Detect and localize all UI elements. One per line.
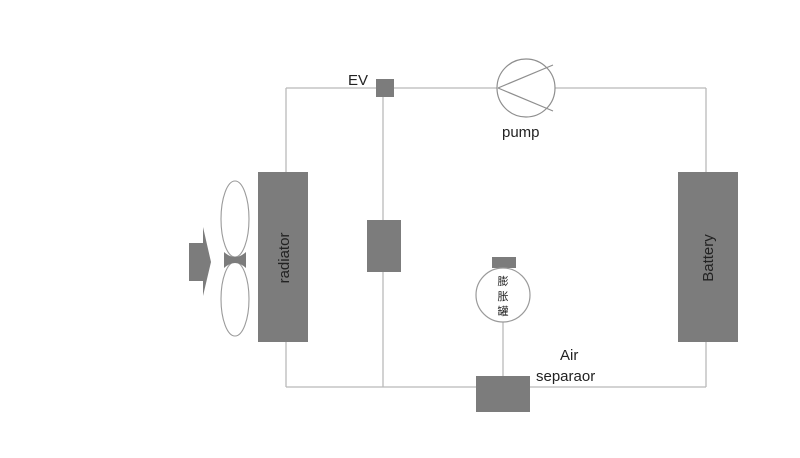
fan-blade-bottom: [220, 261, 250, 337]
battery-block: [678, 172, 738, 342]
expansion-tank-char-3: 罐: [498, 305, 509, 318]
air-separator-label-line1: Air: [560, 347, 578, 364]
ev-label: EV: [348, 72, 368, 89]
expansion-tank-char-2: 胀: [498, 290, 509, 303]
ev-valve: [376, 79, 394, 97]
pump-triangle-bottom: [497, 87, 554, 112]
pump-symbol-icon: [496, 58, 556, 118]
pipe-network: [285, 87, 707, 388]
fan-blade-top: [220, 180, 250, 258]
air-separator-block: [476, 376, 530, 412]
expansion-tank-cap: [492, 257, 516, 268]
radiator-label: radiator: [276, 233, 293, 284]
battery-label: Battery: [700, 234, 717, 282]
pump-circle: [496, 58, 556, 118]
expansion-tank: [475, 267, 531, 323]
air-separator-label-line2: separaor: [536, 368, 595, 385]
pump-triangle-top: [497, 64, 554, 89]
radiator-block: [258, 172, 308, 342]
expansion-tank-char-1: 膨: [498, 274, 509, 288]
pump-label: pump: [502, 124, 540, 141]
airflow-arrow-icon: [189, 227, 211, 296]
bypass-component: [367, 220, 401, 272]
fan-icon: [220, 180, 250, 337]
fan-hub: [224, 252, 246, 268]
